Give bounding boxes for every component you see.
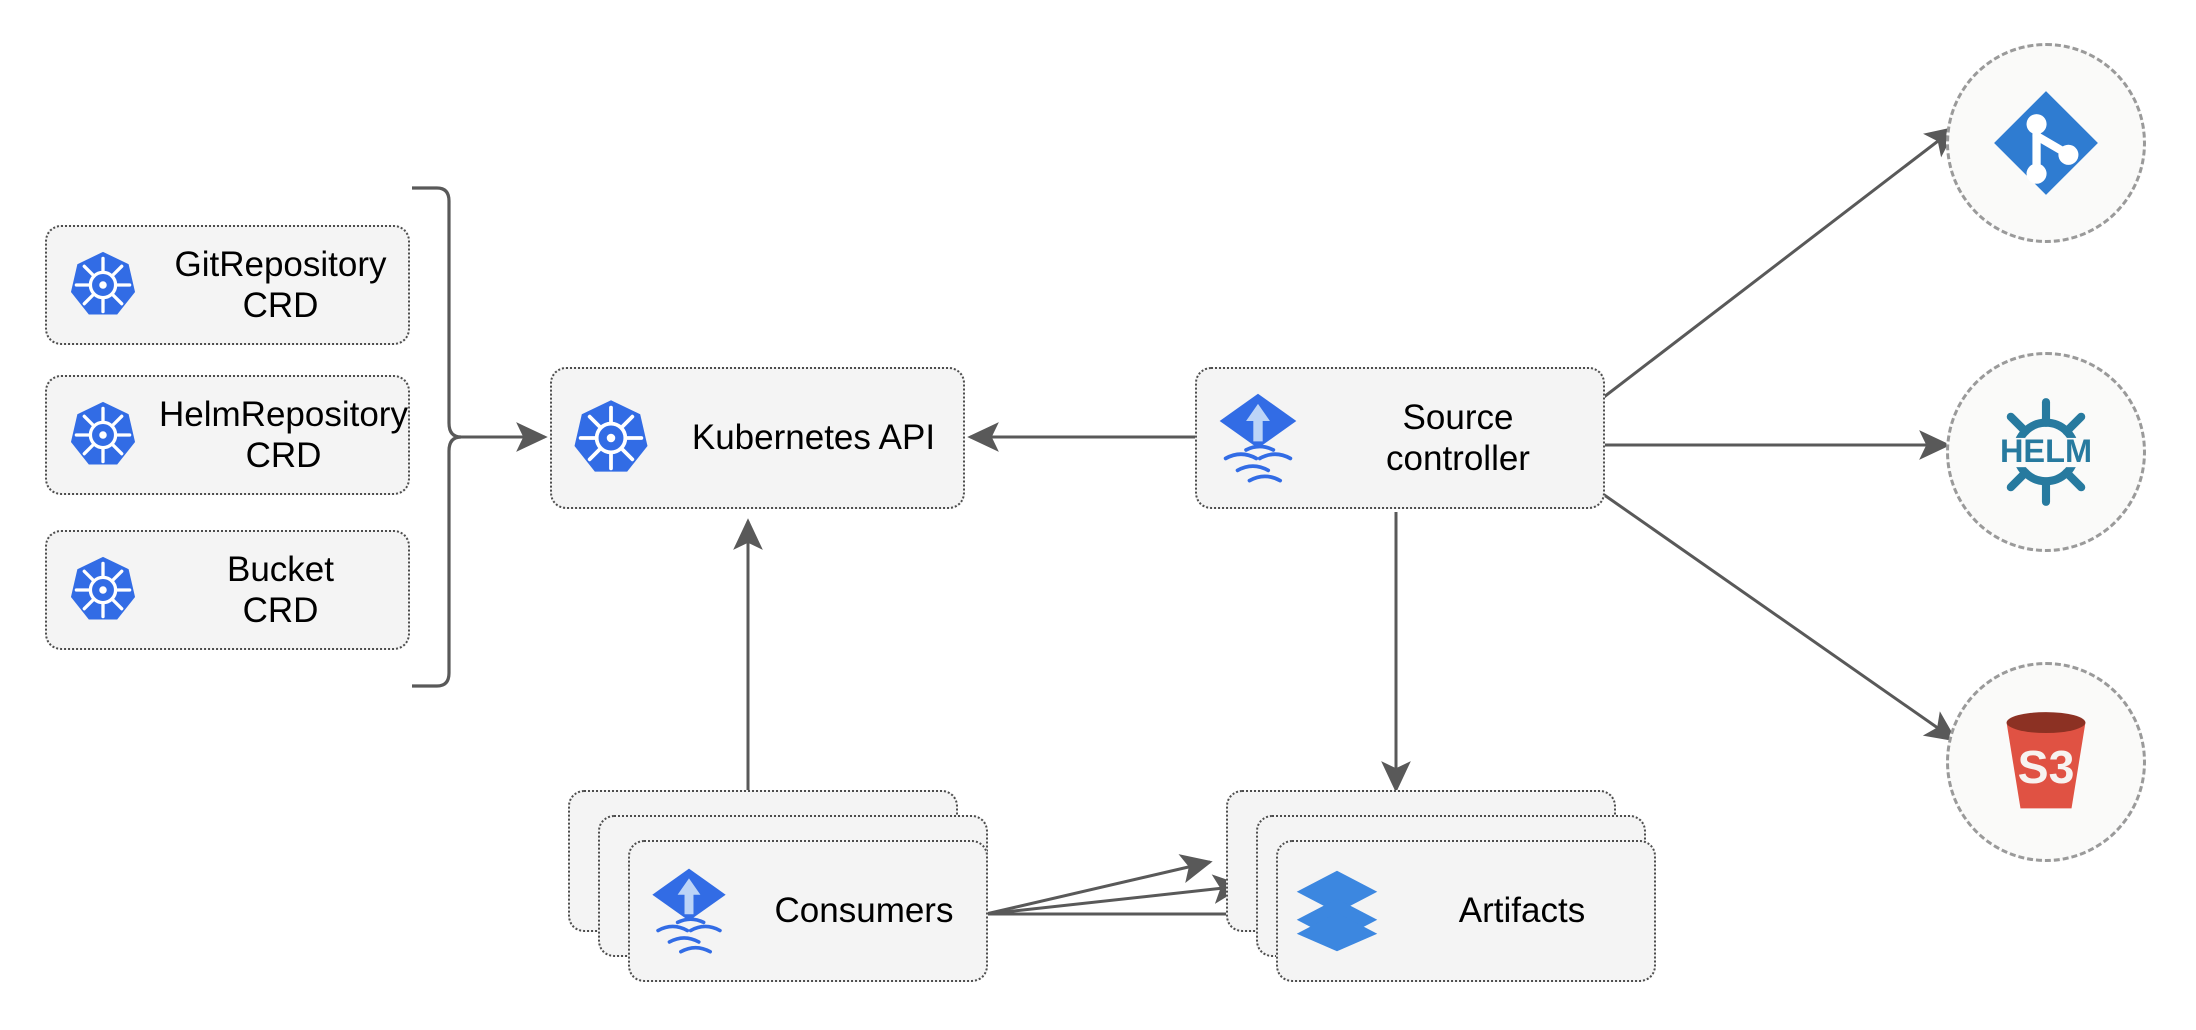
node-source-controller[interactable]: Source controller bbox=[1195, 367, 1605, 509]
flux-icon bbox=[630, 867, 748, 955]
helm-icon: HELM bbox=[1981, 393, 2111, 511]
flux-icon bbox=[1197, 392, 1319, 484]
node-label: Consumers bbox=[774, 891, 954, 931]
node-label: Kubernetes API bbox=[691, 418, 936, 458]
layers-icon bbox=[1278, 869, 1396, 953]
helm-label: HELM bbox=[2000, 433, 2092, 469]
node-kubernetes-api[interactable]: Kubernetes API bbox=[550, 367, 965, 509]
kubernetes-icon bbox=[552, 397, 670, 479]
s3-bucket-icon: S3 bbox=[1988, 706, 2104, 818]
node-artifacts[interactable]: Artifacts bbox=[1276, 840, 1656, 982]
git-icon bbox=[1987, 84, 2105, 202]
edge-source-controller-to-s3 bbox=[1599, 490, 1958, 742]
node-s3-source[interactable]: S3 bbox=[1946, 662, 2146, 862]
edge-source-controller-to-git bbox=[1599, 126, 1958, 402]
node-label: Artifacts bbox=[1458, 891, 1586, 931]
edge-consumers-to-artifacts-1 bbox=[985, 854, 1213, 916]
kubernetes-icon bbox=[47, 249, 159, 321]
kubernetes-icon bbox=[47, 554, 159, 626]
node-label: Bucket CRD bbox=[227, 549, 334, 630]
node-gitrepository-crd[interactable]: GitRepository CRD bbox=[45, 225, 410, 345]
node-helmrepository-crd[interactable]: HelmRepository CRD bbox=[45, 375, 410, 495]
node-label: HelmRepository CRD bbox=[159, 394, 408, 475]
node-git-source[interactable] bbox=[1946, 43, 2146, 243]
kubernetes-icon bbox=[47, 399, 159, 471]
node-helm-source[interactable]: HELM bbox=[1946, 352, 2146, 552]
node-label: GitRepository CRD bbox=[174, 244, 387, 325]
node-consumers[interactable]: Consumers bbox=[628, 840, 988, 982]
node-bucket-crd[interactable]: Bucket CRD bbox=[45, 530, 410, 650]
node-label: Source controller bbox=[1386, 397, 1530, 478]
s3-label: S3 bbox=[2018, 741, 2075, 793]
crd-group-bracket bbox=[412, 186, 462, 688]
edge-consumers-to-artifacts-2 bbox=[985, 874, 1245, 916]
